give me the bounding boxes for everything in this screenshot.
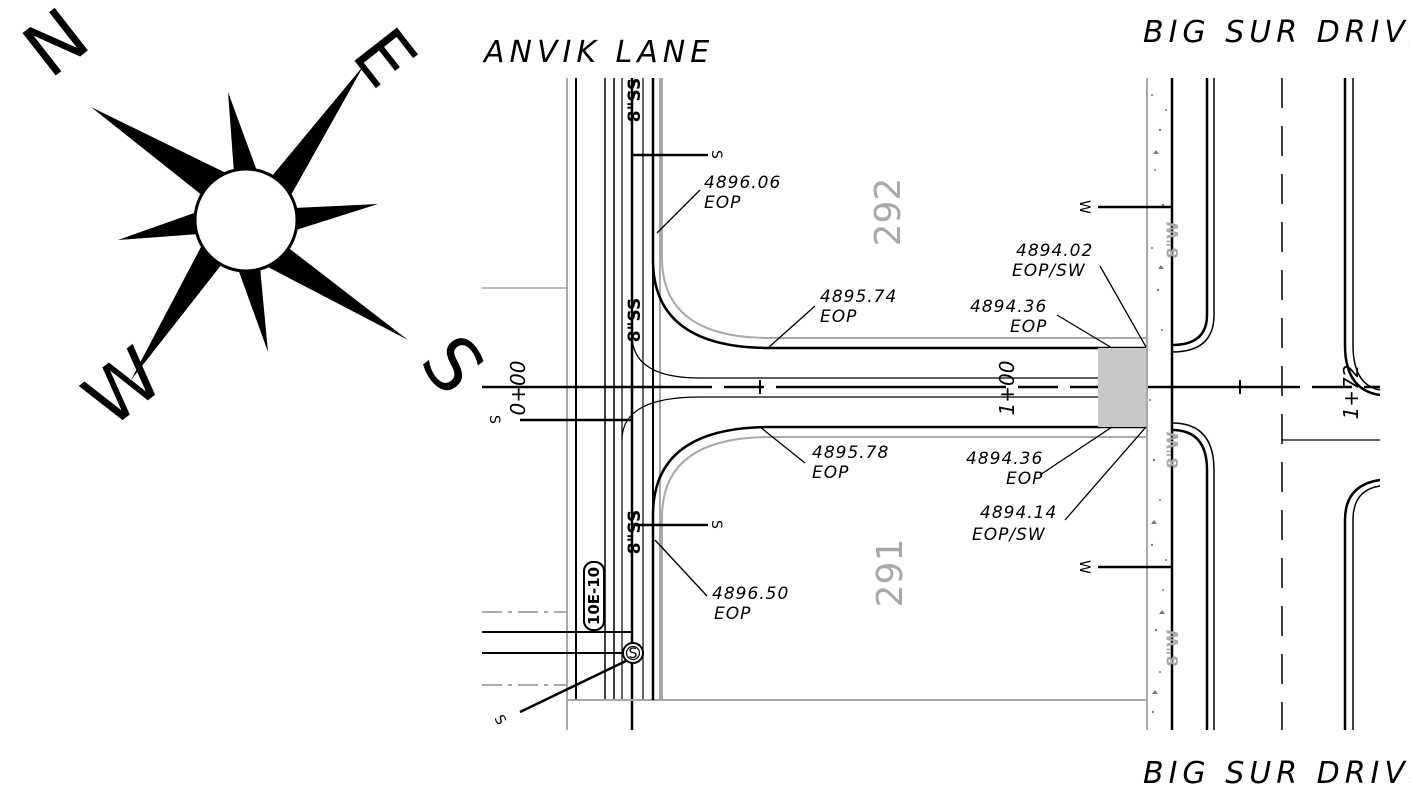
svg-text:4896.06: 4896.06 bbox=[704, 173, 781, 193]
svg-text:4896.50: 4896.50 bbox=[712, 584, 789, 604]
structure-tag-text: 10E-10 bbox=[585, 567, 603, 625]
manhole-letter: S bbox=[629, 646, 638, 662]
compass-ray-wsw bbox=[118, 212, 199, 240]
elevation-callout-4: 4894.36 EOP bbox=[970, 297, 1047, 337]
compass-ray-ene bbox=[294, 204, 378, 230]
driveway-apron bbox=[1098, 348, 1147, 427]
water-service-mark-upper: W bbox=[1076, 200, 1092, 214]
street-name-big-sur-top: BIG SUR DRIVE bbox=[1143, 15, 1411, 50]
svg-text:EOP: EOP bbox=[820, 307, 857, 327]
svg-text:EOP: EOP bbox=[714, 604, 751, 624]
street-name-big-sur-bottom: BIG SUR DRIVE bbox=[1143, 756, 1411, 791]
svg-text:EOP: EOP bbox=[1006, 469, 1043, 489]
structure-tag: 10E-10 bbox=[583, 561, 605, 631]
svg-text:EOP/SW: EOP/SW bbox=[1012, 261, 1086, 281]
station-start: 0+00 bbox=[506, 361, 530, 416]
sewer-service-mark-lower: S bbox=[708, 520, 724, 529]
compass-ray-ssw bbox=[238, 267, 268, 352]
svg-text:EOP/SW: EOP/SW bbox=[972, 525, 1046, 545]
compass-hub bbox=[193, 167, 299, 273]
lot-number-upper: 292 bbox=[868, 178, 909, 247]
elevation-callout-8: 4896.50 EOP bbox=[712, 584, 789, 624]
svg-text:4894.36: 4894.36 bbox=[970, 297, 1047, 317]
compass-ray-nnw bbox=[228, 92, 257, 173]
elevation-callout-7: 4894.14 EOP/SW bbox=[972, 503, 1057, 545]
elevation-callout-5: 4895.78 EOP bbox=[812, 443, 889, 483]
elevation-callout-3: 4894.02 EOP/SW bbox=[1012, 241, 1093, 281]
compass-label-s: S bbox=[404, 320, 501, 410]
station-mid: 1+00 bbox=[995, 361, 1019, 416]
anvik-lane-linework bbox=[482, 78, 1147, 730]
compass-label-e: E bbox=[336, 13, 433, 103]
elevation-callout-6: 4894.36 EOP bbox=[966, 449, 1043, 489]
compass-ray-se bbox=[266, 246, 408, 340]
svg-text:4894.02: 4894.02 bbox=[1016, 241, 1093, 261]
compass-rose: N E S W bbox=[8, 0, 500, 444]
big-sur-drive-linework bbox=[1146, 78, 1381, 730]
water-main-label-lower: 8"W bbox=[1163, 629, 1182, 666]
station-end: 1+72 bbox=[1339, 365, 1363, 420]
compass-label-n: N bbox=[8, 0, 105, 94]
compass-ray-nw bbox=[91, 107, 228, 200]
svg-text:4894.14: 4894.14 bbox=[980, 503, 1057, 523]
elevation-leaders bbox=[654, 189, 1147, 597]
connector-street-linework bbox=[482, 78, 1380, 700]
sanitary-sewer-label-upper: 8"SS bbox=[625, 78, 645, 122]
compass-label-w: W bbox=[68, 331, 179, 444]
water-services bbox=[1098, 205, 1172, 569]
sewer-service-mark-upper: S bbox=[708, 150, 724, 159]
svg-text:EOP: EOP bbox=[1010, 317, 1047, 337]
elevation-callout-1: 4896.06 EOP bbox=[704, 173, 781, 213]
svg-text:EOP: EOP bbox=[812, 463, 849, 483]
compass-ray-ne bbox=[272, 65, 364, 195]
sanitary-sewer-label-mid: 8"SS bbox=[625, 298, 645, 342]
water-main-label-upper: 8"W bbox=[1163, 221, 1182, 258]
svg-text:4895.74: 4895.74 bbox=[820, 287, 897, 307]
elevation-callout-2: 4895.74 EOP bbox=[820, 287, 897, 327]
sidewalk-stipple bbox=[1149, 94, 1167, 714]
svg-text:EOP: EOP bbox=[704, 193, 741, 213]
sanitary-sewer-label-lower: 8"SS bbox=[625, 510, 645, 554]
svg-text:4894.36: 4894.36 bbox=[966, 449, 1043, 469]
svg-text:4895.78: 4895.78 bbox=[812, 443, 889, 463]
compass-ray-sw bbox=[131, 245, 222, 380]
lot-number-lower: 291 bbox=[870, 539, 911, 608]
sewer-service-mark-bottom: S bbox=[490, 712, 508, 727]
street-name-anvik: ANVIK LANE bbox=[482, 35, 714, 70]
sewer-service-mark-left: S bbox=[486, 415, 502, 424]
sewer-manhole: S bbox=[622, 642, 644, 664]
sanitary-sewer-services bbox=[519, 153, 708, 714]
water-main-label-mid: 8"W bbox=[1163, 431, 1182, 468]
water-service-mark-lower: W bbox=[1076, 560, 1092, 574]
